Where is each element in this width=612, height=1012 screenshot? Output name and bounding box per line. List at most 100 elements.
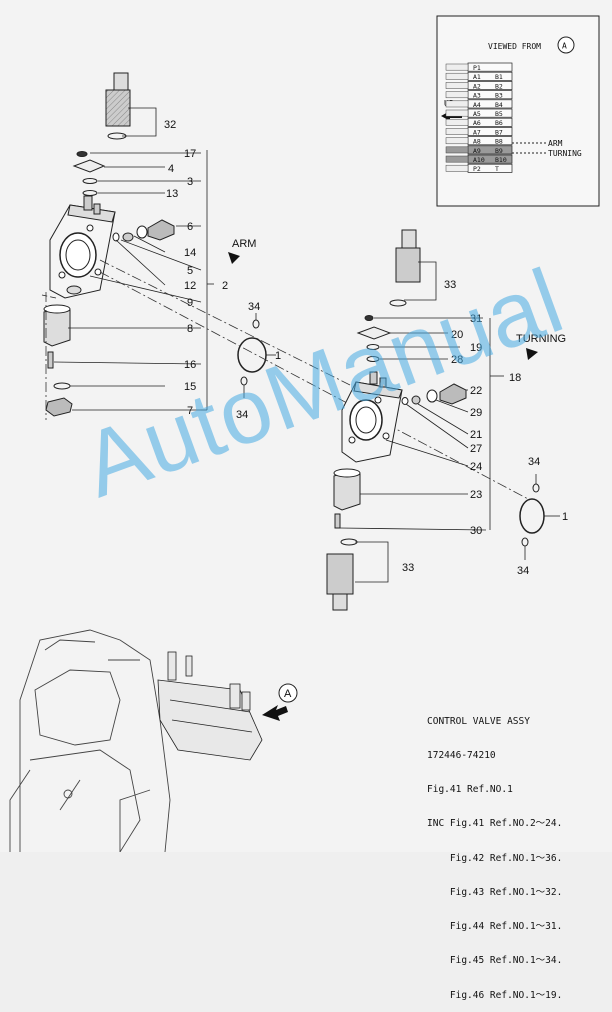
view-a-marker-bottom	[278, 683, 298, 703]
inset-port-label: A4	[473, 101, 481, 109]
inset-port-label: A8	[473, 138, 481, 146]
callout-14: 14	[184, 247, 196, 259]
callout-24: 24	[470, 461, 482, 473]
o-ring-mid	[237, 313, 276, 398]
inset-port-label: A10	[473, 156, 485, 164]
callout-34-top: 34	[248, 301, 260, 313]
inset-title: VIEWED FROM	[488, 42, 541, 51]
inset-port-label: B6	[495, 119, 503, 127]
callout-29: 29	[470, 407, 482, 419]
inset-arm-label: ARM	[548, 139, 563, 148]
arm-label: ARM	[232, 238, 256, 250]
callout-34-bottom: 34	[236, 409, 248, 421]
callout-13: 13	[166, 188, 178, 200]
inset-row-a1: A1 B1	[445, 71, 513, 81]
callout-3: 3	[187, 176, 193, 188]
inset-port-label: A6	[473, 119, 481, 127]
inset-port-label: B1	[495, 73, 503, 81]
callout-31: 31	[470, 313, 482, 325]
callout-1-right: 1	[562, 511, 568, 523]
callout-34-right-top: 34	[528, 456, 540, 468]
callouts-left: 32 17 4 3 13 6 14 5 12 2 9 8 16 15 7	[164, 119, 228, 417]
callout-21: 21	[470, 429, 482, 441]
inset-row-p2: P2 T	[445, 163, 513, 173]
callout-2: 2	[222, 280, 228, 292]
callout-33-top: 33	[444, 279, 456, 291]
inset-port-label: T	[495, 165, 499, 173]
valve-block-turning	[341, 371, 403, 463]
note-line: INC Fig.41 Ref.NO.2～24.	[427, 818, 563, 830]
turning-direction-icon	[526, 348, 538, 360]
view-a-letter-bottom: A	[284, 688, 292, 700]
callout-9: 9	[187, 297, 193, 309]
inset-port-label: B8	[495, 138, 503, 146]
callouts-right: 33 31 20 19 28 18 22 29 21 27 24 23 30 3…	[402, 279, 521, 574]
turning-label: TURNING	[516, 333, 566, 345]
callout-18: 18	[509, 372, 521, 384]
leader-lines-right	[339, 261, 504, 583]
inset-port-label: B4	[495, 101, 503, 109]
callout-30: 30	[470, 525, 482, 537]
arm-direction-icon	[228, 252, 240, 264]
inset-port-label: A3	[473, 92, 481, 100]
spring-22	[426, 383, 467, 405]
inset-row-p1: P1	[445, 62, 513, 72]
note-line: Fig.41 Ref.NO.1	[427, 784, 513, 796]
inset-row-a4: A4 B4	[445, 99, 513, 109]
callout-19: 19	[470, 342, 482, 354]
callout-20: 20	[451, 329, 463, 341]
callout-23: 23	[470, 489, 482, 501]
diagram-page: VIEWED FROM A UP P1A1B1A2B2A3B3A4B4A5B5A…	[9, 15, 600, 1001]
inset-port-label: B10	[495, 156, 507, 164]
sleeve-23	[333, 468, 361, 511]
inset-box: VIEWED FROM A UP P1A1B1A2B2A3B3A4B4A5B5A…	[436, 15, 600, 207]
callout-7: 7	[187, 405, 193, 417]
note-line: Fig.44 Ref.NO.1～31.	[427, 921, 563, 933]
callout-22: 22	[470, 385, 482, 397]
note-line: Fig.42 Ref.NO.1～36.	[427, 852, 563, 864]
note-line: Fig.43 Ref.NO.1～32.	[427, 886, 563, 898]
inset-row-a10: A10 B10	[445, 154, 513, 164]
arm-section-parts	[43, 72, 175, 417]
inset-port-label: B9	[495, 147, 503, 155]
inset-port-label: A7	[473, 128, 481, 136]
exploded-diagram: VIEWED FROM A UP P1A1B1A2B2A3B3A4B4A5B5A…	[9, 15, 600, 853]
callout-28: 28	[451, 354, 463, 366]
inset-port-label: A5	[473, 110, 481, 118]
inset-port-label: P1	[473, 64, 481, 72]
callout-16: 16	[184, 359, 196, 371]
valve-bank-sketch	[157, 651, 263, 761]
callout-6: 6	[187, 221, 193, 233]
note-line: Fig.45 Ref.NO.1～34.	[427, 955, 563, 967]
relief-valve-32	[105, 72, 131, 140]
o-ring-right	[519, 474, 560, 560]
inset-row-a8: A8 B8	[445, 136, 513, 146]
center-lines	[45, 259, 531, 501]
callout-1-mid: 1	[275, 350, 281, 362]
inset-port-label: P2	[473, 165, 481, 173]
note-line: Fig.46 Ref.NO.1～19.	[427, 989, 563, 1001]
callout-5: 5	[187, 265, 193, 277]
spring-6	[136, 219, 175, 241]
assembly-notes: CONTROL VALVE ASSY 172446-74210 Fig.41 R…	[427, 693, 562, 1012]
valve-block-arm	[49, 195, 116, 299]
machine-outline	[9, 629, 171, 853]
callout-34-right-bottom: 34	[517, 565, 529, 577]
view-direction-arrow-icon	[262, 705, 288, 721]
note-line: 172446-74210	[427, 750, 496, 762]
callout-17: 17	[184, 148, 196, 160]
callout-12: 12	[184, 280, 196, 292]
view-a-letter: A	[562, 42, 567, 51]
inset-port-label: A2	[473, 82, 481, 90]
callout-32: 32	[164, 119, 176, 131]
callout-15: 15	[184, 381, 196, 393]
callout-4: 4	[168, 163, 174, 175]
callout-27: 27	[470, 443, 482, 455]
inset-port-label: A1	[473, 73, 481, 81]
